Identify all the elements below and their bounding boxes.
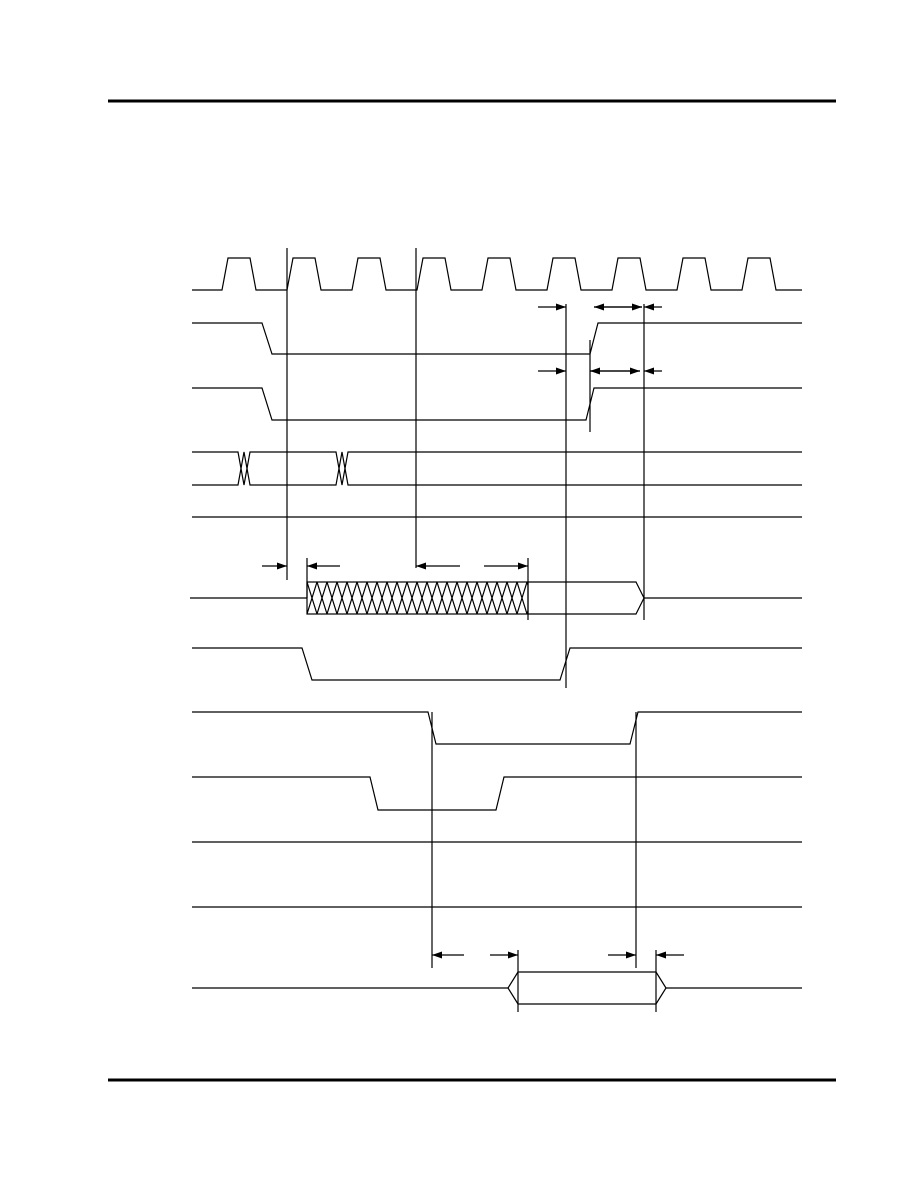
- timing-arrow-head: [632, 303, 642, 311]
- data-bus-waveform: [190, 581, 802, 615]
- timing-arrows: [262, 303, 684, 959]
- reference-lines: [286, 248, 657, 1012]
- timing-arrow-head: [508, 951, 518, 959]
- timing-arrow-head: [416, 562, 426, 570]
- signal-5-waveform: [192, 711, 802, 745]
- timing-arrow-head: [277, 562, 287, 570]
- signal-6-waveform: [192, 776, 802, 811]
- signal-1-waveform: [192, 322, 802, 355]
- data-invalid-region: [306, 581, 529, 615]
- timing-arrow-head: [644, 367, 654, 375]
- clock-line: [192, 257, 802, 291]
- timing-arrow-head: [626, 951, 636, 959]
- timing-arrow-head: [644, 303, 654, 311]
- timing-arrow-head: [518, 562, 528, 570]
- timing-arrow-head: [556, 303, 566, 311]
- signal-2-waveform: [192, 387, 802, 421]
- signal-4-waveform: [192, 647, 802, 681]
- clock-waveform: [192, 257, 802, 291]
- timing-arrow-head: [556, 367, 566, 375]
- output-bus-waveform: [192, 971, 802, 1005]
- timing-arrow-head: [432, 951, 442, 959]
- timing-arrow-head: [656, 951, 666, 959]
- timing-arrow-head: [630, 367, 640, 375]
- timing-arrow-head: [307, 562, 317, 570]
- address-bus-waveform: [192, 451, 802, 486]
